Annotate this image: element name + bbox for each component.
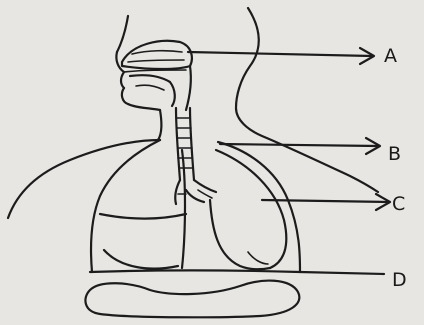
arrow-d xyxy=(300,272,384,274)
abdomen-shape xyxy=(85,281,299,318)
chest-wall xyxy=(8,140,300,272)
diaphragm xyxy=(90,271,300,273)
nasal-cavity xyxy=(122,41,192,72)
label-c: C xyxy=(392,193,405,215)
pharynx xyxy=(130,66,191,110)
label-d: D xyxy=(392,269,407,291)
arrow-a xyxy=(188,48,374,64)
label-a: A xyxy=(384,45,397,67)
right-lung xyxy=(210,150,286,269)
head-outline xyxy=(116,8,378,192)
trachea xyxy=(176,108,194,180)
left-lung xyxy=(91,140,186,272)
arrow-c xyxy=(262,194,390,210)
label-b: B xyxy=(388,143,401,165)
